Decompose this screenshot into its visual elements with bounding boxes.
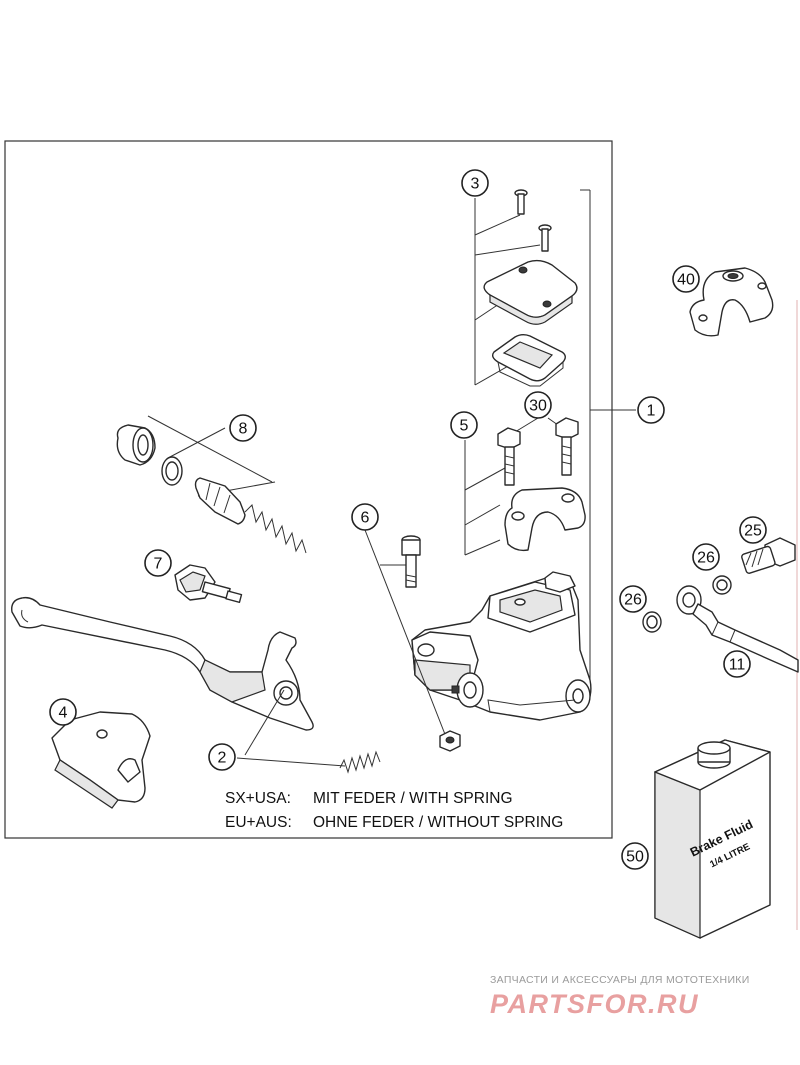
master-cylinder-body xyxy=(411,571,592,721)
reservoir-diaphragm xyxy=(491,334,566,387)
callout-26-lower: 26 xyxy=(619,585,647,613)
svg-text:11: 11 xyxy=(729,657,746,674)
watermark-brand: PARTSFOR.RU xyxy=(490,989,699,1019)
dust-boot xyxy=(116,424,156,466)
lever-adjuster xyxy=(174,564,243,604)
watermark: ЗАПЧАСТИ И АКСЕССУАРЫ ДЛЯ МОТОТЕХНИКИ PA… xyxy=(490,974,750,1019)
svg-text:30: 30 xyxy=(529,398,547,415)
callout-6: 6 xyxy=(351,503,379,531)
callout-25: 25 xyxy=(739,516,767,544)
pivot-bolt xyxy=(401,535,421,588)
svg-text:40: 40 xyxy=(677,272,695,289)
callout-1: 1 xyxy=(637,396,665,424)
svg-text:3: 3 xyxy=(471,176,480,193)
piston-kit-group xyxy=(116,415,307,554)
callout-50: 50 xyxy=(621,842,649,870)
brake-fluid-can: Brake Fluid 1/4 LITRE xyxy=(654,739,771,939)
handlebar-clamp-40 xyxy=(689,267,774,337)
brake-hose-group xyxy=(642,537,799,673)
svg-text:26: 26 xyxy=(697,550,715,567)
svg-text:26: 26 xyxy=(624,592,642,609)
clamp-bolt-2 xyxy=(555,417,579,476)
brake-lever xyxy=(11,596,314,731)
callout-40: 40 xyxy=(672,265,700,293)
reservoir-cap-group xyxy=(474,189,578,387)
callout-4: 4 xyxy=(49,698,77,726)
pivot-bolt-group xyxy=(364,529,461,752)
circlip xyxy=(161,456,183,486)
reservoir-cap xyxy=(483,259,578,325)
copper-washer-lower xyxy=(642,611,662,633)
pivot-nut xyxy=(439,730,461,752)
note-line2-region: EU+AUS: xyxy=(225,814,292,831)
callout-7: 7 xyxy=(144,549,172,577)
piston xyxy=(194,477,246,525)
brake-hose xyxy=(676,585,799,673)
master-cylinder-bracket xyxy=(580,189,636,691)
copper-washer-upper xyxy=(712,575,732,595)
svg-text:4: 4 xyxy=(59,705,68,722)
note-line2-text: OHNE FEDER / WITHOUT SPRING xyxy=(313,814,563,831)
callout-30: 30 xyxy=(524,391,552,419)
svg-text:6: 6 xyxy=(361,510,370,527)
svg-text:8: 8 xyxy=(239,421,248,438)
piston-spring xyxy=(244,504,307,554)
callout-8: 8 xyxy=(229,414,257,442)
svg-text:1: 1 xyxy=(647,403,656,420)
svg-text:7: 7 xyxy=(154,556,163,573)
svg-text:2: 2 xyxy=(218,750,227,767)
callout-3: 3 xyxy=(461,169,489,197)
note-line1-region: SX+USA: xyxy=(225,790,291,807)
callout-2: 2 xyxy=(208,743,236,771)
svg-text:25: 25 xyxy=(744,523,762,540)
lever-spring xyxy=(236,689,381,774)
spring-notes: SX+USA: MIT FEDER / WITH SPRING EU+AUS: … xyxy=(225,790,563,831)
callout-5: 5 xyxy=(450,411,478,439)
assembly-frame xyxy=(4,140,613,839)
handlebar-clamp-5 xyxy=(504,487,586,552)
cap-screw-2 xyxy=(538,224,552,252)
svg-text:50: 50 xyxy=(626,849,644,866)
callout-11: 11 xyxy=(723,650,751,678)
svg-text:5: 5 xyxy=(460,418,469,435)
clamp-bolt-group xyxy=(464,417,586,556)
note-line1-text: MIT FEDER / WITH SPRING xyxy=(313,790,513,807)
watermark-subtitle: ЗАПЧАСТИ И АКСЕССУАРЫ ДЛЯ МОТОТЕХНИКИ xyxy=(490,974,750,986)
callout-26-upper: 26 xyxy=(692,543,720,571)
clamp-bolt-1 xyxy=(497,427,521,486)
cap-screw-1 xyxy=(514,189,528,215)
banjo-bolt xyxy=(741,537,796,574)
lever-guard xyxy=(51,711,151,809)
